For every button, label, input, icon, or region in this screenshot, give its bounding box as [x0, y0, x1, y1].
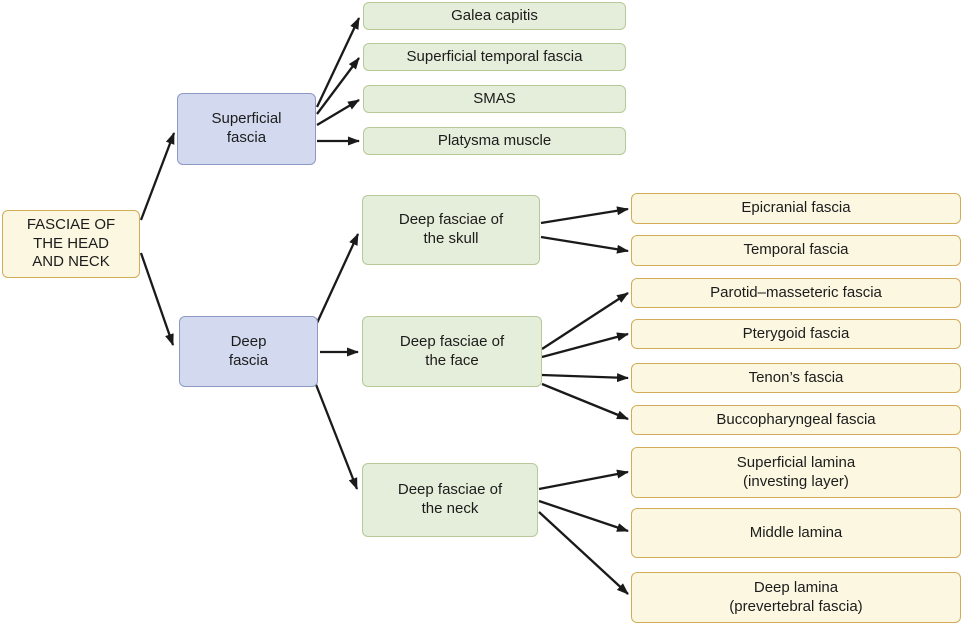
- node-deep-fasciae-skull: Deep fasciae of the skull: [362, 195, 540, 265]
- node-deep-fascia: Deep fascia: [179, 316, 318, 387]
- node-parotid-masseteric-fascia: Parotid–masseteric fascia: [631, 278, 961, 308]
- node-deep-fasciae-face: Deep fasciae of the face: [362, 316, 542, 387]
- arrow-root-to-deep-fascia: [139, 252, 175, 346]
- node-middle-lamina: Middle lamina: [631, 508, 961, 558]
- arrow-skull-to-epicranial-fascia: [540, 206, 629, 225]
- arrow-neck-to-superficial-lamina: [538, 469, 629, 491]
- node-superficial-temporal-fascia: Superficial temporal fascia: [363, 43, 626, 71]
- node-tenons-fascia: Tenon’s fascia: [631, 363, 961, 393]
- node-buccopharyngeal-fascia: Buccopharyngeal fascia: [631, 405, 961, 435]
- arrow-neck-to-middle-lamina: [538, 499, 629, 533]
- arrow-superficial-to-smas: [316, 99, 360, 126]
- node-superficial-fascia: Superficial fascia: [177, 93, 316, 165]
- arrow-neck-to-deep-lamina: [538, 511, 629, 595]
- arrow-face-to-buccopharyngeal-fascia: [541, 382, 629, 421]
- node-superficial-lamina: Superficial lamina (investing layer): [631, 447, 961, 498]
- node-temporal-fascia: Temporal fascia: [631, 235, 961, 266]
- node-smas: SMAS: [363, 85, 626, 113]
- node-epicranial-fascia: Epicranial fascia: [631, 193, 961, 224]
- arrow-deep-to-neck: [313, 381, 359, 490]
- arrow-face-to-parotid-masseteric-fascia: [541, 292, 629, 350]
- arrow-superficial-to-superficial-temporal-fascia: [316, 57, 360, 115]
- node-deep-lamina: Deep lamina (prevertebral fascia): [631, 572, 961, 623]
- arrow-face-to-tenons-fascia: [541, 373, 629, 383]
- node-deep-fasciae-neck: Deep fasciae of the neck: [362, 463, 538, 537]
- node-galea-capitis: Galea capitis: [363, 2, 626, 30]
- arrow-deep-to-skull: [315, 233, 360, 324]
- node-platysma-muscle: Platysma muscle: [363, 127, 626, 155]
- arrow-root-to-superficial-fascia: [139, 132, 176, 221]
- node-pterygoid-fascia: Pterygoid fascia: [631, 319, 961, 349]
- arrow-superficial-to-galea-capitis: [315, 17, 361, 108]
- arrow-face-to-pterygoid-fascia: [541, 332, 629, 359]
- root-node: FASCIAE OF THE HEAD AND NECK: [2, 210, 140, 278]
- arrow-skull-to-temporal-fascia: [540, 235, 629, 254]
